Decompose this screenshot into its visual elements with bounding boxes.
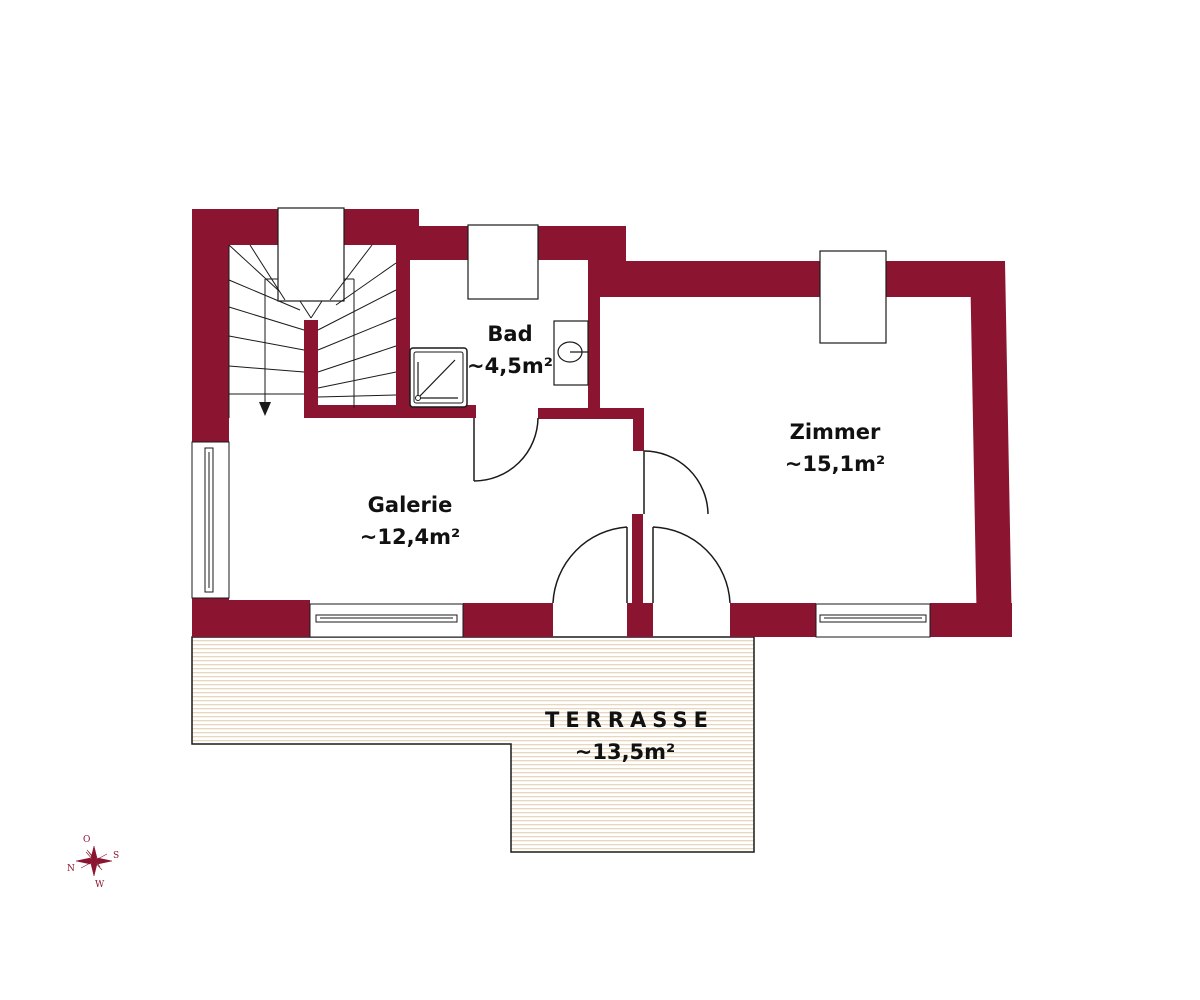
room-label-zimmer: Zimmer ~15,1m² — [775, 416, 895, 480]
room-name: TERRASSE — [545, 708, 714, 732]
door-bad — [473, 417, 539, 482]
compass-rose-icon — [75, 845, 113, 877]
room-label-terrasse: TERRASSE ~13,5m² — [545, 704, 714, 768]
room-area: ~15,1m² — [784, 452, 886, 476]
compass-label-north: N — [67, 864, 75, 874]
skylight-bad — [467, 224, 539, 300]
window-galerie — [309, 603, 464, 638]
skylight-stairs — [277, 207, 345, 302]
room-name: Galerie — [367, 493, 453, 517]
staircase — [228, 244, 397, 418]
door-zimmer — [643, 450, 709, 515]
door-terrace-right — [652, 526, 731, 604]
skylights — [277, 207, 887, 344]
shower-tray — [409, 347, 468, 408]
room-area: ~12,4m² — [359, 525, 461, 549]
door-terrace-left — [552, 526, 628, 604]
stair-direction-arrow-icon — [259, 402, 271, 416]
window-zimmer — [815, 603, 931, 638]
washbasin — [553, 320, 589, 386]
compass-label-bottom: W — [95, 880, 105, 890]
room-area: ~13,5m² — [574, 740, 676, 764]
room-name: Bad — [487, 322, 533, 346]
walls — [192, 209, 1012, 637]
doors — [473, 417, 731, 604]
room-name: Zimmer — [789, 420, 881, 444]
compass-label-top: O — [83, 835, 91, 845]
room-label-bad: Bad ~4,5m² — [460, 318, 560, 382]
compass-label-east: S — [113, 851, 120, 861]
window-left — [191, 441, 230, 599]
room-label-galerie: Galerie ~12,4m² — [350, 489, 470, 553]
skylight-zimmer — [819, 250, 887, 344]
room-area: ~4,5m² — [467, 354, 553, 378]
windows — [191, 441, 931, 638]
